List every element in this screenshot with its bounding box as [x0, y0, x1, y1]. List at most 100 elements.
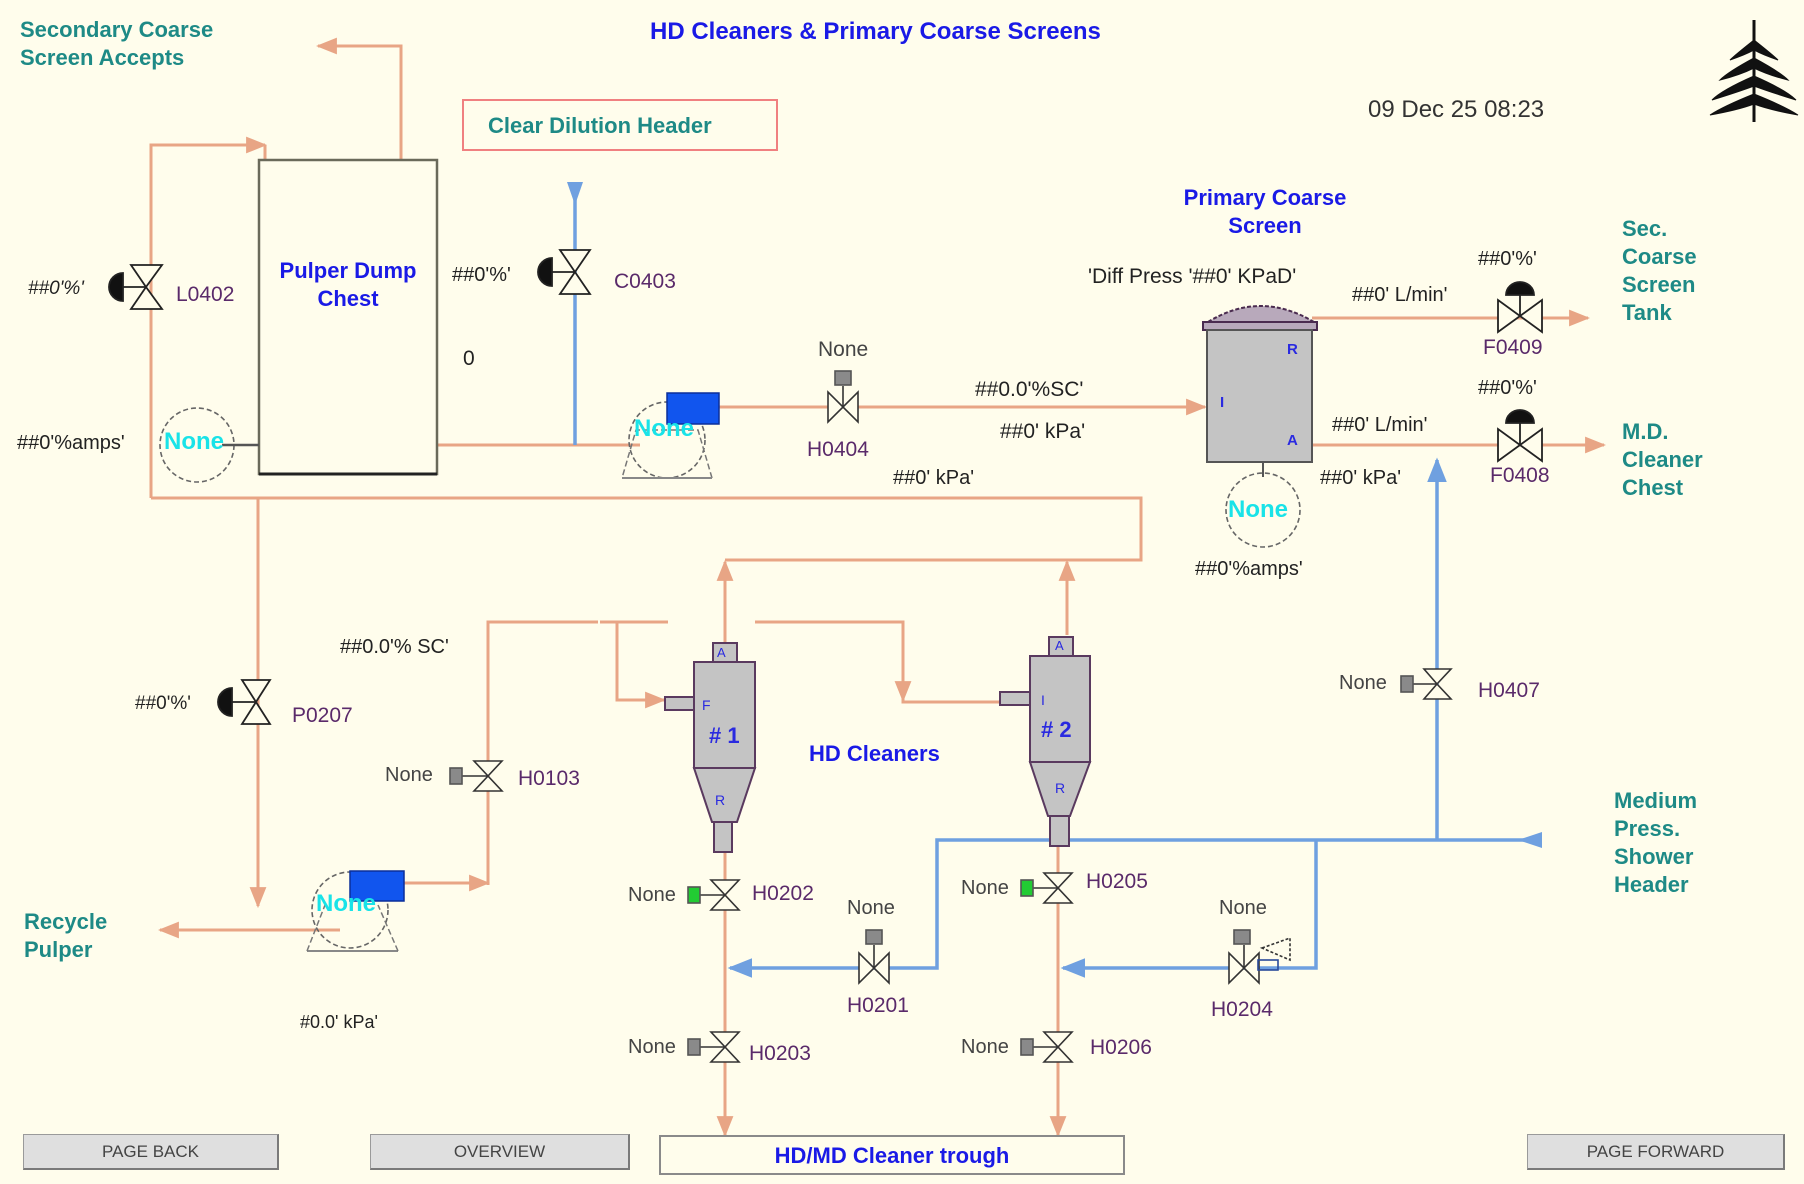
- F0408-tag[interactable]: F0408: [1490, 464, 1550, 487]
- cleaner-trough-label: HD/MD Cleaner trough: [774, 1143, 1010, 1168]
- page-title: HD Cleaners & Primary Coarse Screens: [650, 18, 1101, 45]
- screen-motor[interactable]: [1225, 472, 1301, 548]
- chest-agitator-amps: ##0'%amps': [17, 432, 125, 454]
- pump-1-status: None: [634, 415, 694, 442]
- pipe-chest-to-secondary-accepts: [315, 37, 403, 160]
- pump-1[interactable]: [621, 392, 720, 479]
- pump-1-motor: [666, 392, 720, 425]
- F0408-output: ##0'%': [1478, 377, 1537, 399]
- cleaner-feed-consistency: ##0.0'% SC': [340, 636, 449, 658]
- valve-H0103[interactable]: [449, 760, 504, 792]
- overview-button[interactable]: OVERVIEW: [370, 1134, 630, 1170]
- dest-line: M.D.: [1622, 419, 1669, 444]
- dest-line: Screen Accepts: [20, 45, 185, 70]
- primary-coarse-screen-label: Primary Coarse Screen: [1160, 184, 1370, 240]
- cleaner1-port-feed: F: [702, 697, 711, 713]
- P0207-output: ##0'%': [135, 693, 191, 714]
- C0403-tag[interactable]: C0403: [614, 270, 676, 293]
- cleaner2-port-reject: R: [1055, 780, 1066, 796]
- H0206-status: None: [961, 1036, 1009, 1058]
- L0402-output: ##0'%': [28, 278, 84, 299]
- P0207-tag[interactable]: P0207: [292, 704, 353, 727]
- valve-H0407[interactable]: [1400, 668, 1453, 700]
- accept-pressure: ##0' kPa': [1320, 467, 1402, 489]
- screen-port-inlet: I: [1220, 394, 1225, 411]
- label-line: Primary Coarse: [1183, 185, 1347, 210]
- H0103-tag[interactable]: H0103: [518, 767, 580, 790]
- label-line: Chest: [317, 286, 379, 311]
- valve-F0409[interactable]: [1497, 281, 1543, 334]
- cleaner2-port-feed: I: [1041, 692, 1045, 708]
- F0409-tag[interactable]: F0409: [1483, 336, 1543, 359]
- L0402-tag[interactable]: L0402: [176, 283, 235, 306]
- H0203-status: None: [628, 1036, 676, 1058]
- F0409-output: ##0'%': [1478, 248, 1537, 270]
- label-line: Pulper Dump: [279, 258, 417, 283]
- dest-line: Secondary Coarse: [20, 17, 214, 42]
- H0201-tag[interactable]: H0201: [847, 994, 909, 1017]
- valve-H0205[interactable]: [1020, 872, 1074, 904]
- valve-C0403[interactable]: [537, 249, 592, 295]
- H0204-tag[interactable]: H0204: [1211, 998, 1273, 1021]
- reject-flow: ##0' L/min': [1352, 284, 1448, 306]
- page-back-button[interactable]: PAGE BACK: [23, 1134, 279, 1170]
- dest-secondary-coarse-accepts: Secondary Coarse Screen Accepts: [20, 16, 213, 72]
- water-lines: [567, 182, 1542, 978]
- C0403-output: ##0'%': [452, 264, 511, 286]
- hd-cleaner-1[interactable]: [664, 642, 757, 853]
- screen-motor-amps: ##0'%amps': [1195, 558, 1303, 580]
- timestamp: 09 Dec 25 08:23: [1368, 96, 1545, 123]
- valve-H0203[interactable]: [687, 1031, 741, 1063]
- H0203-tag[interactable]: H0203: [749, 1042, 811, 1065]
- valve-F0408[interactable]: [1497, 409, 1543, 463]
- H0206-tag[interactable]: H0206: [1090, 1036, 1152, 1059]
- pump-2[interactable]: [306, 870, 405, 952]
- valve-H0206[interactable]: [1020, 1031, 1074, 1063]
- H0407-tag[interactable]: H0407: [1478, 679, 1540, 702]
- label-line: Screen: [1228, 213, 1302, 238]
- pipe-cleaner-accepts-loop: [151, 496, 1143, 562]
- hd-cleaner-2[interactable]: [999, 636, 1092, 847]
- H0404-status: None: [818, 338, 869, 361]
- page-forward-button[interactable]: PAGE FORWARD: [1527, 1134, 1785, 1170]
- H0202-status: None: [628, 884, 676, 906]
- clear-dilution-header-box[interactable]: Clear Dilution Header: [462, 99, 778, 151]
- H0103-status: None: [385, 764, 433, 786]
- dest-recycle-pulper: Recycle Pulper: [24, 908, 107, 964]
- H0404-tag[interactable]: H0404: [807, 438, 869, 461]
- screen-feed-consistency: ##0.0'%SC': [975, 378, 1084, 401]
- cleaner-trough[interactable]: HD/MD Cleaner trough: [659, 1135, 1125, 1175]
- pump-2-motor: [349, 870, 405, 902]
- dest-line: Coarse: [1622, 244, 1697, 269]
- pipe-h0204-supply: [1060, 840, 1318, 978]
- chest-agitator-status: None: [164, 428, 224, 455]
- H0202-tag[interactable]: H0202: [752, 882, 814, 905]
- screen-port-reject: R: [1287, 341, 1298, 358]
- valve-L0402[interactable]: [108, 264, 164, 310]
- primary-coarse-screen[interactable]: [1202, 305, 1318, 463]
- valve-H0204[interactable]: [1228, 929, 1291, 985]
- dest-line: Sec.: [1622, 216, 1668, 241]
- valve-H0202[interactable]: [687, 879, 741, 911]
- pipe-cleaner1-feed: [615, 622, 667, 709]
- cleaner2-port-top: A: [1055, 638, 1064, 653]
- cleaner2-label: # 2: [1041, 717, 1072, 742]
- pulper-dump-chest[interactable]: [257, 158, 439, 476]
- valve-H0404[interactable]: [827, 370, 859, 424]
- cleaner1-port-top: A: [717, 645, 726, 660]
- screen-motor-status: None: [1228, 496, 1288, 523]
- dest-line: Medium: [1614, 788, 1698, 813]
- dest-md-cleaner-chest: M.D. Cleaner Chest: [1622, 418, 1703, 502]
- H0205-tag[interactable]: H0205: [1086, 870, 1148, 893]
- cleaner1-port-reject: R: [715, 792, 726, 808]
- pump-2-pressure: #0.0' kPa': [300, 1012, 378, 1032]
- accept-flow: ##0' L/min': [1332, 414, 1428, 436]
- cleaner1-label: # 1: [709, 723, 740, 748]
- valve-P0207[interactable]: [217, 679, 272, 725]
- H0205-status: None: [961, 877, 1009, 899]
- H0204-status: None: [1219, 897, 1267, 919]
- pump-2-status: None: [316, 890, 376, 917]
- valve-H0201[interactable]: [858, 929, 890, 985]
- fern-logo-icon: [1709, 20, 1799, 122]
